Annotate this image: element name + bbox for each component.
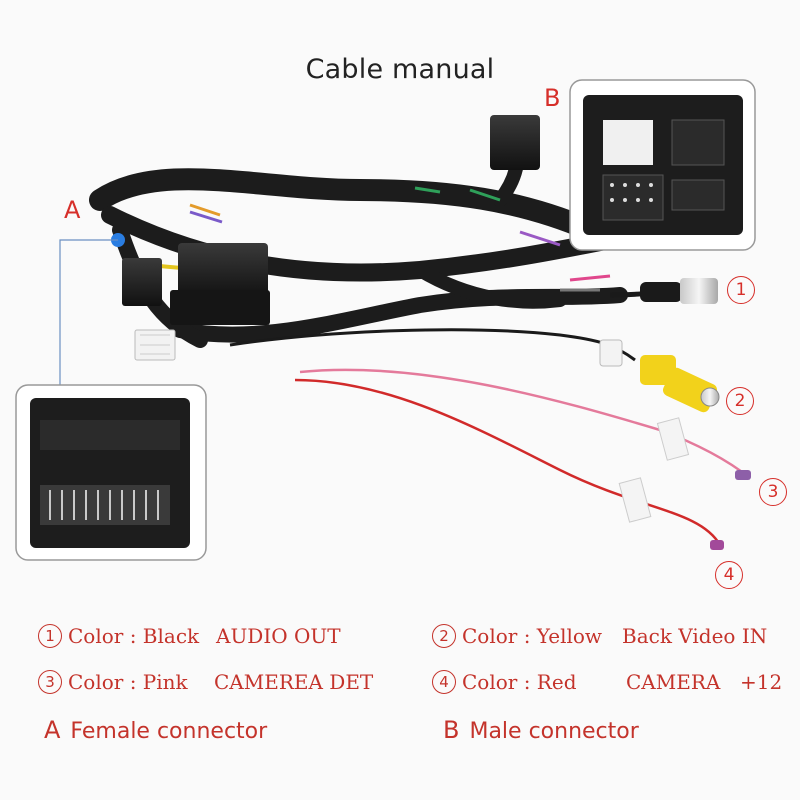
legend-function: CAMERA xyxy=(626,670,721,694)
connector-letter: A xyxy=(44,716,61,744)
marker-3: 3 xyxy=(759,478,787,506)
legend-function: Back Video IN xyxy=(622,624,768,648)
connector-a: A Female connector xyxy=(44,716,267,744)
inset-a xyxy=(15,233,207,561)
legend-num: 3 xyxy=(38,670,62,694)
legend-function: CAMEREA DET xyxy=(214,670,374,694)
loose-wires xyxy=(294,368,751,550)
legend-color: Color : Red xyxy=(462,670,577,694)
white-connector xyxy=(134,329,176,361)
connector-b: B Male connector xyxy=(443,716,639,744)
legend-num: 4 xyxy=(432,670,456,694)
legend-color: Color : Black xyxy=(68,624,200,648)
connector-label: Female connector xyxy=(70,719,268,744)
cable-photo: Cable manual A B 1 2 3 4 xyxy=(15,54,787,589)
inset-b xyxy=(569,79,756,251)
page-title: Cable manual xyxy=(305,54,495,85)
legend-color: Color : Yellow xyxy=(462,624,603,648)
marker-1: 1 xyxy=(727,276,755,304)
connector-label: Male connector xyxy=(469,719,639,744)
callout-a: A xyxy=(64,196,81,224)
marker-2: 2 xyxy=(726,387,754,415)
audio-cable xyxy=(609,278,718,304)
harness-illustration xyxy=(15,79,756,561)
marker-4: 4 xyxy=(715,561,743,589)
legend-function: AUDIO OUT xyxy=(216,624,341,648)
video-cable xyxy=(229,328,720,413)
legend-color: Color : Pink xyxy=(68,670,188,694)
legend-num: 1 xyxy=(38,624,62,648)
legend-num: 2 xyxy=(432,624,456,648)
legend-extra: +12 xyxy=(740,670,783,694)
callout-b: B xyxy=(544,84,561,112)
connector-letter: B xyxy=(443,716,460,744)
loom-plugs xyxy=(122,115,540,325)
